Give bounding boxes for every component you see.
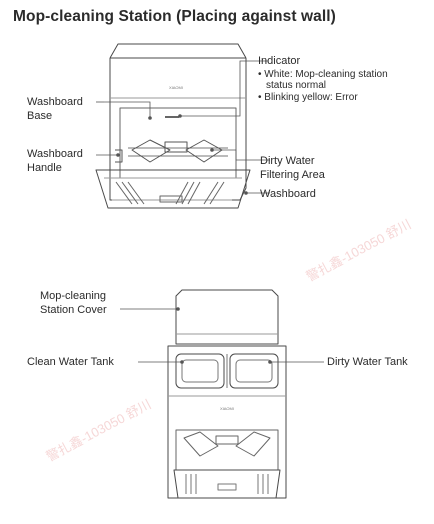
- label-indicator: Indicator: [258, 55, 301, 67]
- label-washboard: Washboard: [260, 188, 316, 200]
- device-logo: XIAOMI: [220, 406, 234, 411]
- label-dirty-water-tank: Dirty Water Tank: [327, 356, 408, 368]
- label-line: Base: [27, 110, 53, 122]
- note-white: White: Mop-cleaning station: [264, 69, 388, 80]
- indicator-light: [165, 116, 179, 118]
- label-line: Washboard: [27, 96, 83, 108]
- note-yellow: Blinking yellow: Error: [264, 92, 358, 103]
- label-line: Dirty Water: [260, 155, 315, 167]
- station-front-view-open: [167, 289, 287, 499]
- label-line: Station Cover: [40, 304, 107, 316]
- device-logo: XIAOMI: [169, 85, 183, 90]
- label-line: Mop-cleaning: [40, 290, 107, 302]
- label-station-cover: Mop-cleaning Station Cover: [40, 289, 107, 317]
- note-white-cont: status normal: [266, 80, 327, 91]
- label-clean-water-tank: Clean Water Tank: [27, 356, 114, 368]
- label-dirty-water-filtering-area: Dirty Water Filtering Area: [260, 154, 325, 182]
- label-line: Washboard: [27, 148, 83, 160]
- station-side-view: [95, 43, 251, 209]
- label-washboard-base: Washboard Base: [27, 95, 83, 123]
- label-washboard-handle: Washboard Handle: [27, 147, 83, 175]
- page-title: Mop-cleaning Station (Placing against wa…: [13, 8, 336, 25]
- label-line: Handle: [27, 162, 62, 174]
- label-line: Filtering Area: [260, 169, 325, 181]
